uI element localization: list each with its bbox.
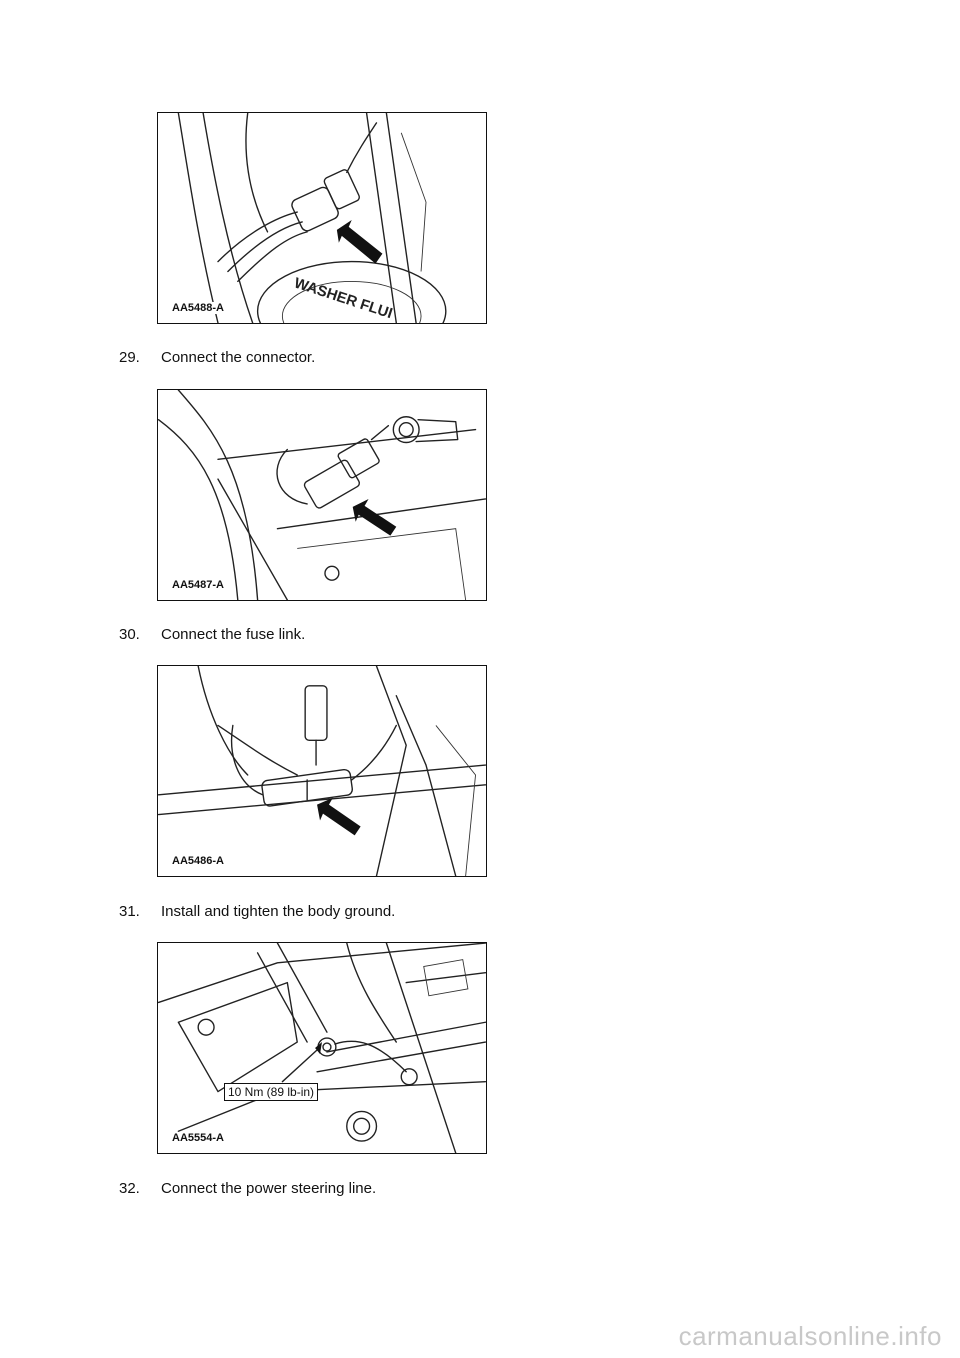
figure-4-illustration: 10 Nm (89 lb-in) AA5554-A (157, 942, 487, 1154)
step-text: Connect the fuse link. (161, 626, 306, 643)
step-text: Connect the power steering line. (161, 1180, 377, 1197)
step-number: 31. (119, 903, 140, 920)
step-number: 30. (119, 626, 140, 643)
connector-illustration-1: WASHER FLUI (177, 113, 447, 323)
step-32: 32. Connect the power steering line. (119, 1180, 376, 1198)
step-number: 32. (119, 1180, 140, 1197)
step-text: Install and tighten the body ground. (161, 903, 396, 920)
step-30: 30. Connect the fuse link. (119, 626, 305, 644)
step-text: Connect the connector. (161, 349, 316, 366)
fuse-link-illustration (158, 666, 486, 876)
torque-spec-label: 10 Nm (89 lb-in) (224, 1083, 319, 1101)
figure-id: AA5487-A (170, 579, 226, 591)
figure-2-illustration: AA5487-A (157, 389, 487, 601)
figure-id: AA5554-A (170, 1132, 226, 1144)
figure-id: AA5486-A (170, 855, 226, 867)
step-number: 29. (119, 349, 140, 366)
step-31: 31. Install and tighten the body ground. (119, 903, 395, 921)
washer-fluid-cap-label: WASHER FLUI (292, 275, 394, 322)
step-29: 29. Connect the connector. (119, 349, 315, 367)
watermark: carmanualsonline.info (678, 1321, 942, 1351)
figure-id: AA5488-A (170, 302, 226, 314)
figure-1-illustration: WASHER FLUI AA5488-A (157, 112, 487, 324)
connector-illustration-2 (158, 390, 486, 600)
figure-3-illustration: AA5486-A (157, 665, 487, 877)
body-ground-illustration (158, 943, 486, 1153)
